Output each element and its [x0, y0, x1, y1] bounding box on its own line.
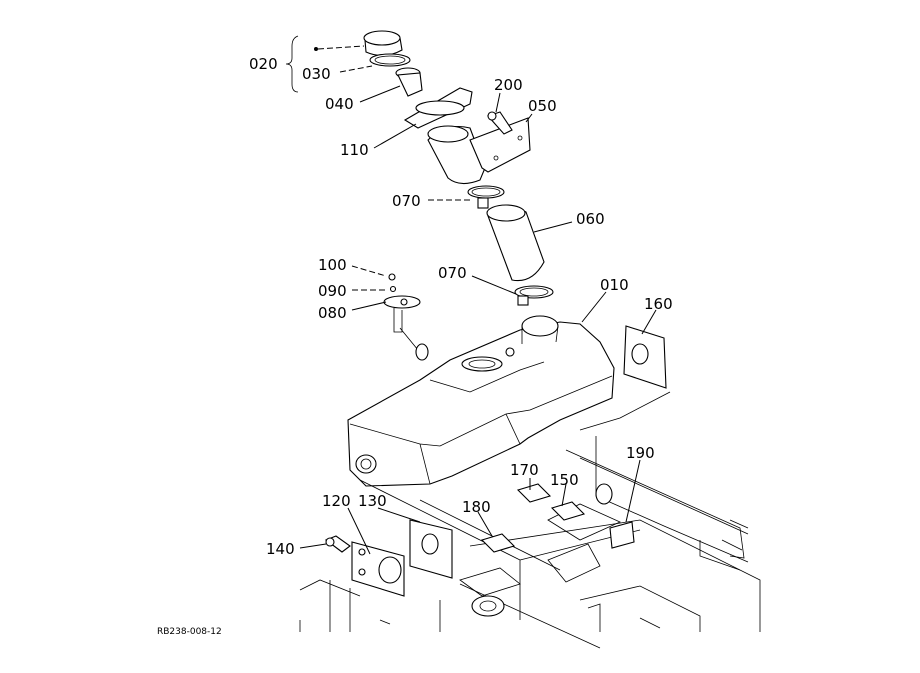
plate-150-part	[550, 501, 586, 521]
fuel-sensor-part	[383, 273, 429, 361]
diagram-reference-code: RB238-008-12	[157, 627, 222, 637]
strainer-part	[395, 67, 423, 97]
plate-130-part	[409, 519, 453, 579]
label-090: 090	[318, 282, 347, 300]
label-020: 020	[249, 55, 278, 73]
label-070-lower: 070	[438, 264, 467, 282]
label-120: 120	[322, 492, 351, 510]
label-080: 080	[318, 304, 347, 322]
filler-neck-plate-part	[403, 87, 473, 129]
label-190: 190	[626, 444, 655, 462]
label-160: 160	[644, 295, 673, 313]
filler-cap-part	[363, 30, 403, 57]
label-130: 130	[358, 492, 387, 510]
label-110: 110	[340, 141, 369, 159]
filler-hose-part	[486, 204, 545, 282]
label-150: 150	[550, 471, 579, 489]
label-070-upper: 070	[392, 192, 421, 210]
label-100: 100	[318, 256, 347, 274]
plate-180-part	[480, 533, 516, 553]
label-180: 180	[462, 498, 491, 516]
plate-120-part	[351, 541, 405, 597]
bracket-bracket-part	[285, 35, 318, 93]
hose-band-upper-part	[467, 185, 505, 209]
bolt-140-part	[324, 535, 351, 553]
frame-structure	[299, 391, 761, 649]
hose-band-lower-part	[514, 285, 554, 306]
fuel-tank-part	[347, 315, 615, 487]
leader-lines	[299, 45, 657, 555]
plate-190-part	[609, 521, 635, 549]
label-040: 040	[325, 95, 354, 113]
filler-neck-part	[427, 117, 531, 185]
label-140: 140	[266, 540, 295, 558]
label-200: 200	[494, 76, 523, 94]
label-060: 060	[576, 210, 605, 228]
cap-gasket-part	[369, 53, 411, 67]
label-050: 050	[528, 97, 557, 115]
label-170: 170	[510, 461, 539, 479]
bolt-200-part	[487, 111, 513, 135]
plate-170-part	[516, 483, 552, 503]
label-010: 010	[600, 276, 629, 294]
plate-160-part	[623, 325, 667, 389]
label-030: 030	[302, 65, 331, 83]
